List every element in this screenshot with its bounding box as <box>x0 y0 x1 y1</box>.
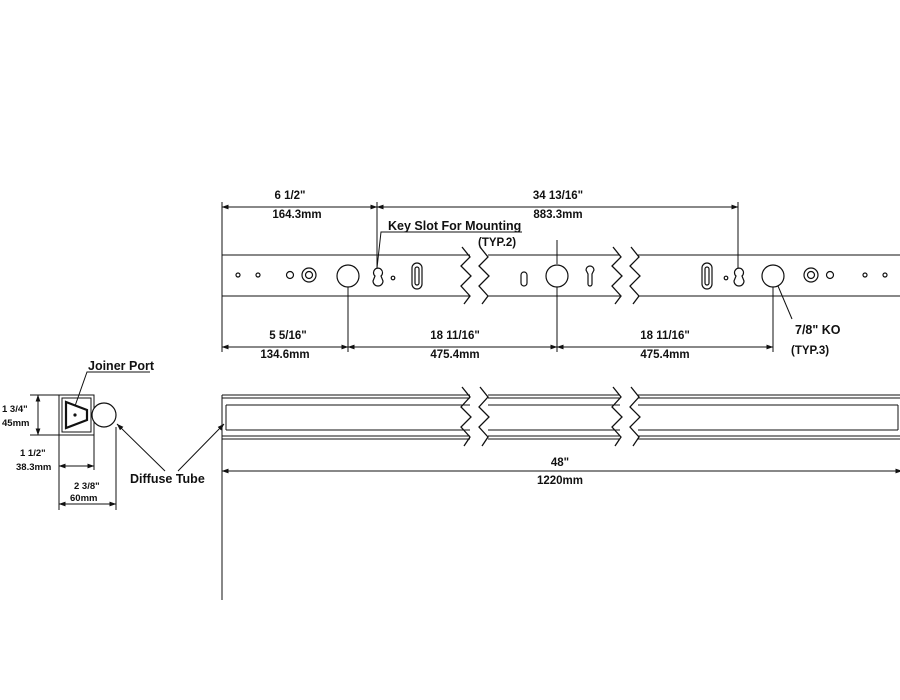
overall-frac: 2 3/8" <box>74 481 100 492</box>
dim-left-frac: 6 1/2" <box>274 190 305 202</box>
small-hole <box>882 272 888 278</box>
top-view: 6 1/2" 164.3mm 34 13/16" 883.3mm Key Slo… <box>221 190 900 361</box>
dim-b3-mm: 475.4mm <box>640 349 689 361</box>
joiner-hole-left <box>301 267 317 283</box>
overall-mm: 60mm <box>70 493 97 504</box>
break-symbol <box>478 246 490 305</box>
joiner-hole-right <box>803 267 819 283</box>
dim-span-frac: 34 13/16" <box>533 190 583 202</box>
height-mm: 45mm <box>2 418 29 429</box>
knockout-hole <box>336 264 360 288</box>
key-slot-right <box>733 267 745 287</box>
knockout-hole <box>545 264 569 288</box>
dim-span-mm: 883.3mm <box>533 209 582 221</box>
small-hole <box>255 272 261 278</box>
side-view-body <box>221 394 900 440</box>
diffuse-tube-profile <box>91 402 117 428</box>
end-view: Joiner Port 1 3/4" 45mm 1 1/2" 38.3mm 2 … <box>2 359 225 510</box>
key-slot-center <box>520 271 528 287</box>
width-frac: 1 1/2" <box>20 448 46 459</box>
small-hole <box>390 275 396 281</box>
break-symbol <box>611 246 623 305</box>
small-hole <box>235 272 241 278</box>
top-view-body <box>221 254 900 297</box>
side-view: 48" 1220mm <box>221 386 900 600</box>
break-symbol <box>460 386 472 447</box>
height-frac: 1 3/4" <box>2 404 28 415</box>
joiner-port-label: Joiner Port <box>88 359 155 373</box>
break-symbol <box>478 386 490 447</box>
dim-b2-mm: 475.4mm <box>430 349 479 361</box>
dim-b2-frac: 18 11/16" <box>430 330 480 342</box>
dim-left-mm: 164.3mm <box>272 209 321 221</box>
dim-b1-frac: 5 5/16" <box>269 330 306 342</box>
length-frac: 48" <box>551 457 569 469</box>
joiner-port <box>64 400 89 430</box>
break-symbol <box>611 386 623 447</box>
small-hole <box>723 275 729 281</box>
dim-b3-frac: 18 11/16" <box>640 330 690 342</box>
width-mm: 38.3mm <box>16 462 51 473</box>
key-slot-center <box>585 265 595 287</box>
length-mm: 1220mm <box>537 475 583 487</box>
keyslot-typ: (TYP.2) <box>478 237 516 249</box>
knockout-hole <box>761 264 785 288</box>
break-symbol <box>460 246 472 305</box>
break-symbol <box>629 386 641 447</box>
screw-hole <box>825 270 835 280</box>
diffuse-tube-label: Diffuse Tube <box>130 472 205 486</box>
small-hole <box>862 272 868 278</box>
keyslot-label: Key Slot For Mounting <box>388 219 521 233</box>
key-slot-left <box>372 267 384 287</box>
ko-label: 7/8" KO <box>795 323 841 337</box>
break-symbol <box>629 246 641 305</box>
dim-b1-mm: 134.6mm <box>260 349 309 361</box>
screw-hole <box>285 270 295 280</box>
ko-typ: (TYP.3) <box>791 345 829 357</box>
